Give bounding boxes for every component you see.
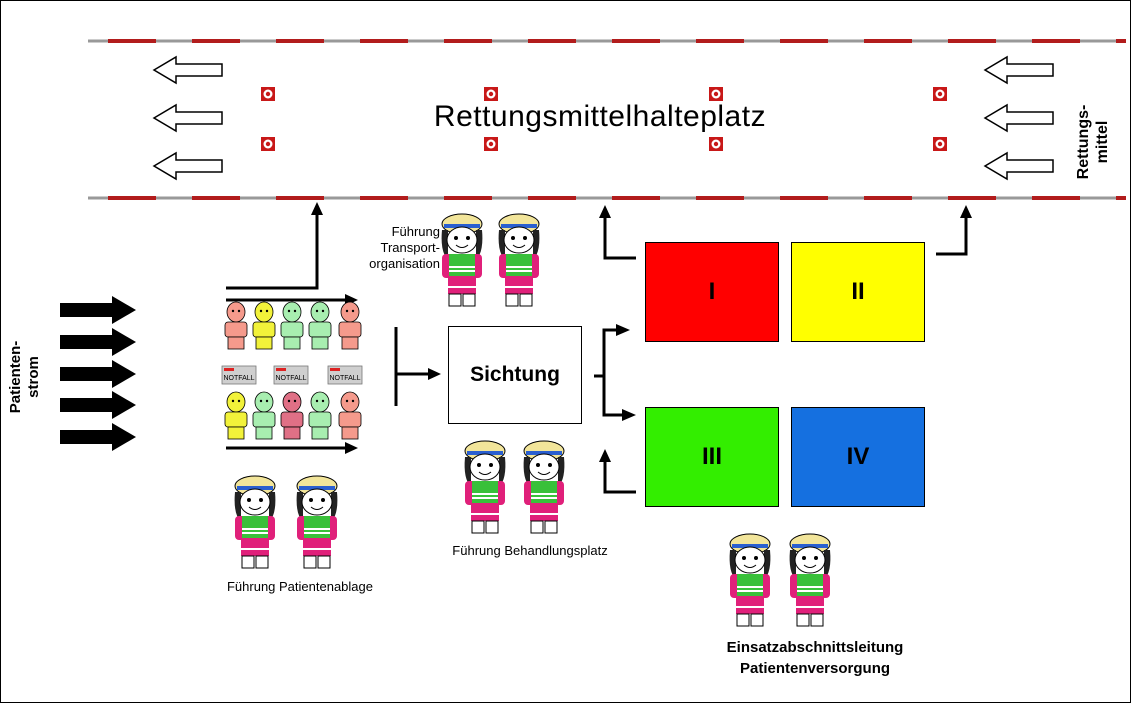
caption-fuehrung-transport-line-3: organisation [369, 256, 440, 271]
workers-transport [441, 213, 540, 307]
patient-flow-arrows [60, 296, 136, 451]
category-box-4: IV [791, 407, 925, 507]
caption-fuehrung-transport: Führung Transport- organisation [350, 224, 440, 272]
patientenablage-patients [221, 301, 363, 440]
road [88, 39, 1126, 200]
rettungsmittel-label: Rettungs- mittel [1074, 92, 1122, 192]
caption-einsatzabschnittsleitung: Einsatzabschnittsleitung Patientenversor… [650, 637, 980, 679]
category-box-3: III [645, 407, 779, 507]
notfall-label-2: NOTFALL [275, 375, 306, 382]
rettungsmittel-line-1: Rettungs- [1075, 104, 1092, 180]
rettungsmittel-line-2: mittel [1094, 120, 1111, 164]
patientenstrom-label: Patienten- strom [7, 332, 47, 422]
patientenablage-arrows [226, 202, 358, 454]
caption-einsatzabschnittsleitung-line-2: Patientenversorgung [739, 660, 891, 677]
connector-to-road [599, 205, 972, 494]
notfall-labels: NOTFALL NOTFALL NOTFALL [223, 375, 360, 382]
caption-fuehrung-transport-line-2: Transport- [380, 240, 440, 255]
connector-sichtung-to-categories [594, 324, 636, 421]
caption-fuehrung-transport-line-1: Führung [391, 224, 440, 239]
notfall-label-3: NOTFALL [329, 375, 360, 382]
connector-to-sichtung [394, 327, 441, 406]
workers-behandlungsplatz [464, 440, 565, 534]
road-arrows-right [984, 56, 1054, 180]
category-box-1: I [645, 242, 779, 342]
caption-fuehrung-behandlungsplatz: Führung Behandlungsplatz [452, 543, 608, 558]
workers-patientenablage [234, 475, 338, 569]
patientenstrom-line-2: strom [25, 356, 42, 398]
area-title: Rettungsmittelhalteplatz [433, 100, 767, 133]
sichtung-box: Sichtung [448, 326, 582, 424]
notfall-label-1: NOTFALL [223, 375, 254, 382]
workers-einsatzabschnittsleitung [729, 533, 831, 627]
patientenstrom-line-1: Patienten- [7, 340, 24, 414]
caption-einsatzabschnittsleitung-line-1: Einsatzabschnittsleitung [726, 639, 904, 656]
road-arrows-left [153, 56, 223, 180]
caption-fuehrung-patientenablage: Führung Patientenablage [226, 579, 373, 594]
category-box-2: II [791, 242, 925, 342]
